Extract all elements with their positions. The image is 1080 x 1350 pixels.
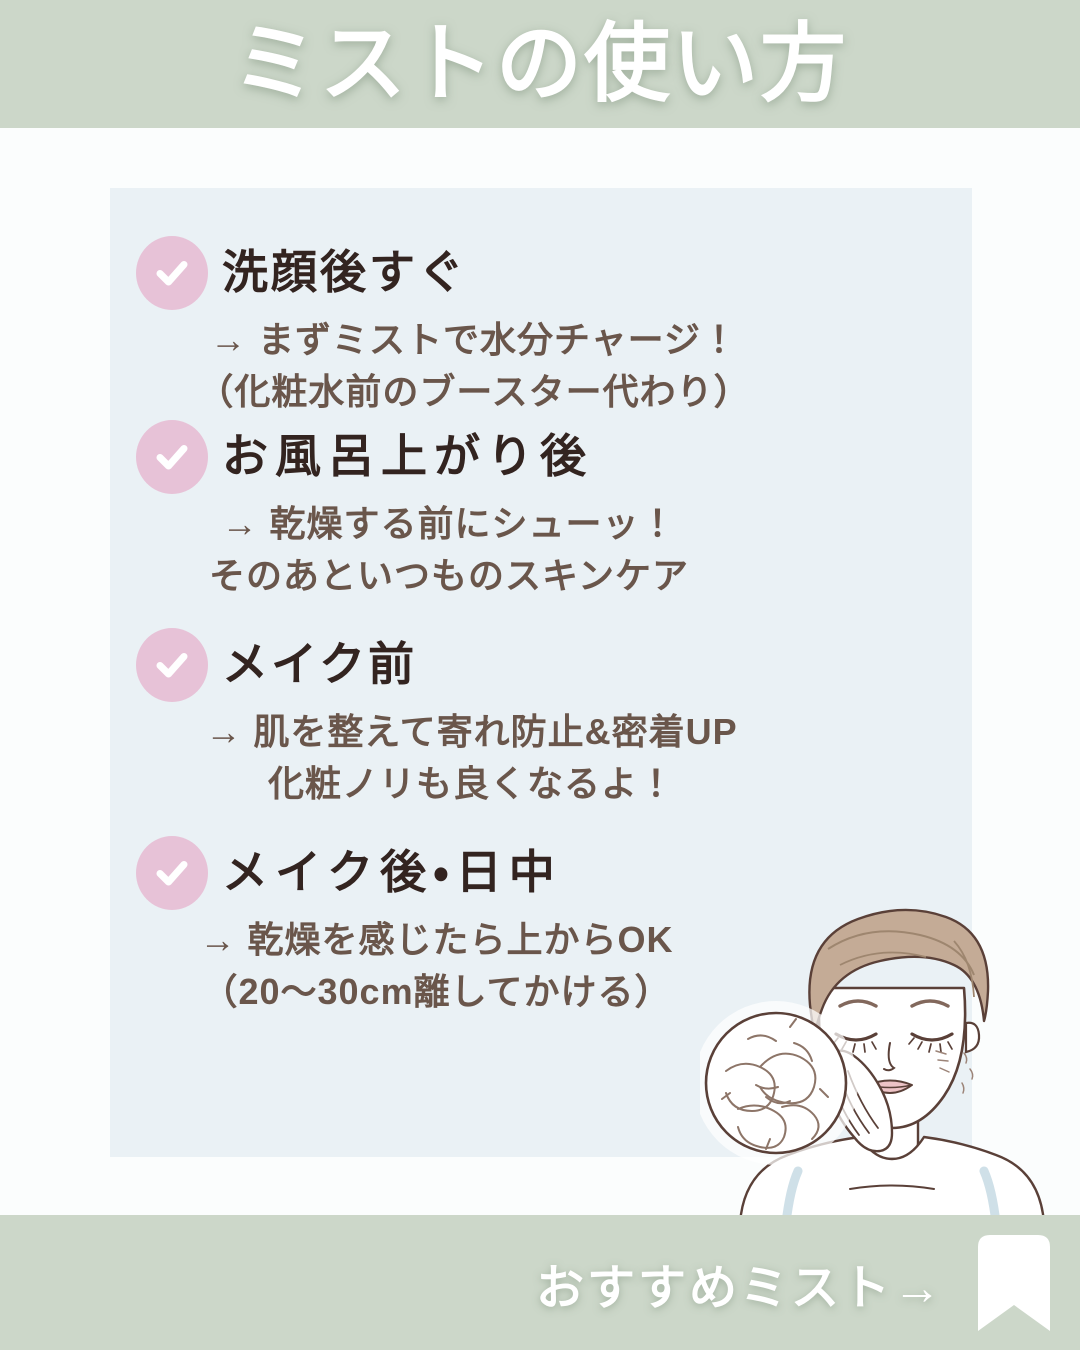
step-header: お風呂上がり後 xyxy=(110,420,972,494)
check-circle-icon xyxy=(136,420,208,494)
step-body: → 肌を整えて寄れ防止&密着UP 化粧ノリも良くなるよ！ xyxy=(110,706,972,810)
step-line: → 肌を整えて寄れ防止&密着UP xyxy=(205,711,738,752)
step-header: メイク後・日中 xyxy=(110,836,972,910)
bookmark-icon[interactable] xyxy=(970,1233,1058,1333)
content-panel: 洗顔後すぐ → まずミストで水分チャージ！ （化粧水前のブースター代わり） お風… xyxy=(110,188,972,1157)
list-item: メイク前 → 肌を整えて寄れ防止&密着UP 化粧ノリも良くなるよ！ xyxy=(110,628,972,810)
steps-list: 洗顔後すぐ → まずミストで水分チャージ！ （化粧水前のブースター代わり） お風… xyxy=(110,188,972,1157)
check-circle-icon xyxy=(136,628,208,702)
step-line: → まずミストで水分チャージ！ xyxy=(210,319,738,360)
recommended-mist-cta[interactable]: おすすめミスト→ xyxy=(535,1261,944,1315)
check-circle-icon xyxy=(136,236,208,310)
step-title: 洗顔後すぐ xyxy=(222,246,467,298)
step-body: → 乾燥を感じたら上からOK （20〜30cm離してかける） xyxy=(110,914,972,1018)
step-title: お風呂上がり後 xyxy=(222,430,593,482)
step-title: メイク前 xyxy=(222,638,418,690)
step-header: メイク前 xyxy=(110,628,972,702)
list-item: 洗顔後すぐ → まずミストで水分チャージ！ （化粧水前のブースター代わり） xyxy=(110,236,972,418)
step-body: → 乾燥する前にシューッ！ そのあといつものスキンケア xyxy=(110,498,972,602)
footer-bar: おすすめミスト→ xyxy=(0,1215,1080,1350)
step-line: （20〜30cm離してかける） xyxy=(201,971,672,1012)
step-line: → 乾燥を感じたら上からOK xyxy=(199,919,674,960)
step-title: メイク後・日中 xyxy=(222,846,562,898)
check-circle-icon xyxy=(136,836,208,910)
step-line: そのあといつものスキンケア xyxy=(209,555,689,596)
page-title: ミストの使い方 xyxy=(232,16,848,112)
step-body: → まずミストで水分チャージ！ （化粧水前のブースター代わり） xyxy=(110,314,972,418)
step-line: → 乾燥する前にシューッ！ xyxy=(221,503,677,544)
header-bar: ミストの使い方 xyxy=(0,0,1080,128)
step-header: 洗顔後すぐ xyxy=(110,236,972,310)
list-item: お風呂上がり後 → 乾燥する前にシューッ！ そのあといつものスキンケア xyxy=(110,420,972,602)
step-line: 化粧ノリも良くなるよ！ xyxy=(267,763,675,804)
step-line: （化粧水前のブースター代わり） xyxy=(197,371,751,412)
list-item: メイク後・日中 → 乾燥を感じたら上からOK （20〜30cm離してかける） xyxy=(110,836,972,1018)
